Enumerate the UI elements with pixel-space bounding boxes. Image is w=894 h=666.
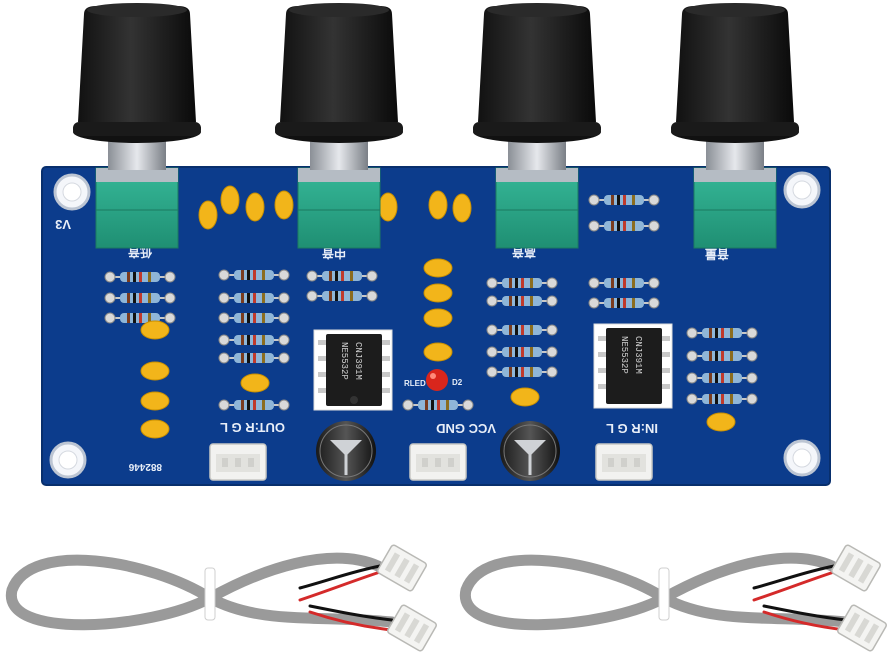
op-amp-chip-left: NE5532P CNJ391M	[313, 329, 393, 411]
knob-label-mid: 中音	[322, 246, 346, 261]
knob-label-bass: 低音	[128, 245, 153, 260]
knob-volume[interactable]	[671, 3, 799, 170]
chip-marking: NE5532P	[339, 342, 349, 380]
chip-marking: CNJ391M	[353, 342, 363, 380]
out-label: OUT:R G L	[220, 420, 285, 435]
knob-bass[interactable]	[73, 3, 201, 170]
mounting-hole	[49, 441, 87, 479]
pot-mid	[297, 167, 381, 249]
d2-label: D2	[452, 378, 463, 387]
led-label: RLED	[404, 379, 426, 388]
chip-marking: NE5532P	[619, 336, 629, 374]
cable-right	[460, 552, 852, 632]
cable-plug	[385, 603, 439, 653]
op-amp-chip-right: NE5532P CNJ391M	[593, 323, 673, 409]
serial-label: 882446	[128, 461, 162, 472]
electrolytic-capacitor-right	[500, 421, 560, 481]
knob-label-treble: 高音	[512, 245, 536, 260]
electrolytic-capacitor-left	[316, 421, 376, 481]
pot-bass	[95, 167, 179, 249]
power-label: VCC GND	[436, 421, 496, 436]
power-connector	[409, 443, 467, 481]
knob-label-volume: 音量	[705, 247, 729, 262]
red-led	[426, 369, 448, 391]
mounting-hole	[783, 171, 821, 209]
cable-plug	[375, 543, 429, 593]
in-label: IN:R G L	[606, 421, 658, 436]
cable-left	[6, 552, 398, 632]
chip-marking: CNJ391M	[633, 336, 643, 374]
knob-mid[interactable]	[275, 3, 403, 170]
mounting-hole	[783, 439, 821, 477]
pot-treble	[495, 167, 579, 249]
cable-plug	[829, 543, 883, 593]
input-connector	[595, 443, 653, 481]
mounting-hole	[53, 173, 91, 211]
output-connector	[209, 443, 267, 481]
cable-plug	[835, 603, 889, 653]
knob-treble[interactable]	[473, 3, 601, 170]
version-label: V3	[55, 217, 71, 232]
pot-volume	[693, 167, 777, 249]
